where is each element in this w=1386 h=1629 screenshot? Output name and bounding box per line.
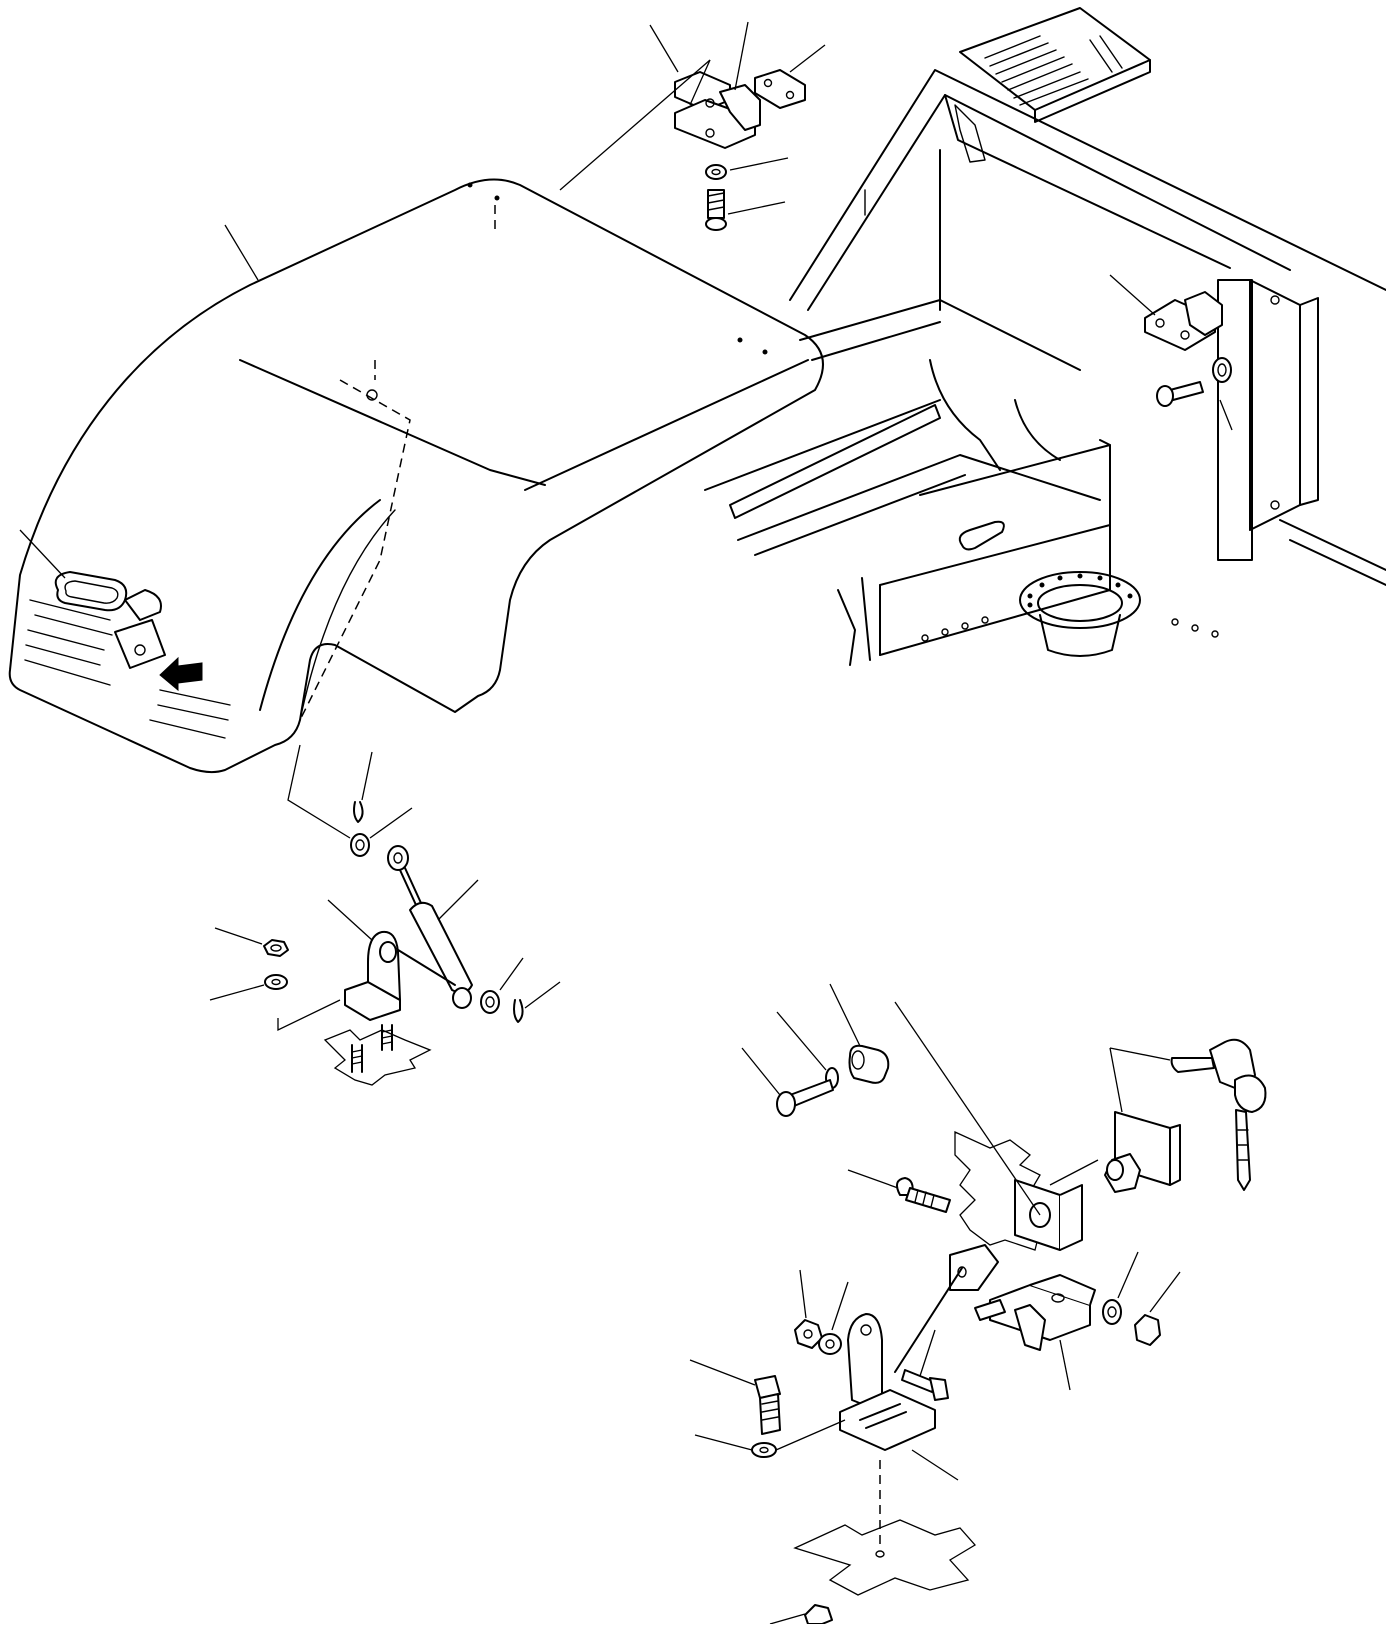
machine-frame bbox=[704, 7, 1386, 666]
lock-assembly bbox=[689, 983, 1267, 1625]
fender-cover bbox=[8, 178, 824, 839]
top-hinge-assembly bbox=[559, 21, 826, 231]
gas-spring-assembly bbox=[209, 751, 561, 1086]
frame-hinge-assembly bbox=[1109, 274, 1233, 431]
